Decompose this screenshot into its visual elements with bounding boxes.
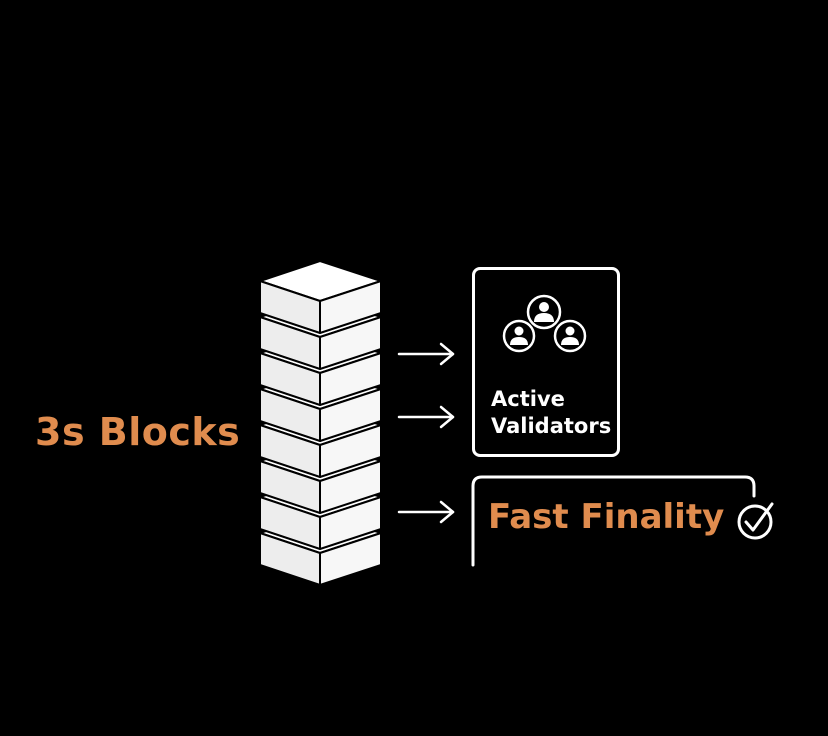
validators-card: Active Validators xyxy=(472,267,620,457)
finality-frame xyxy=(471,475,756,567)
fast-finality-label: Fast Finality xyxy=(488,497,725,537)
validators-label-line2: Validators xyxy=(491,414,612,438)
block-1 xyxy=(259,260,382,334)
user-avatar-icon xyxy=(553,319,587,353)
arrow-right-icon xyxy=(397,500,455,524)
user-avatar-icon xyxy=(502,319,536,353)
arrow-right-icon xyxy=(397,342,455,366)
check-circle-icon xyxy=(737,502,774,540)
user-avatar-icon xyxy=(526,294,562,330)
validators-label: Active Validators xyxy=(491,386,611,440)
user-group-icon xyxy=(502,294,587,353)
block-stack-icon xyxy=(259,260,382,586)
validators-label-line1: Active xyxy=(491,387,565,411)
arrow-right-icon xyxy=(397,405,455,429)
blocks-label: 3s Blocks xyxy=(35,410,241,454)
